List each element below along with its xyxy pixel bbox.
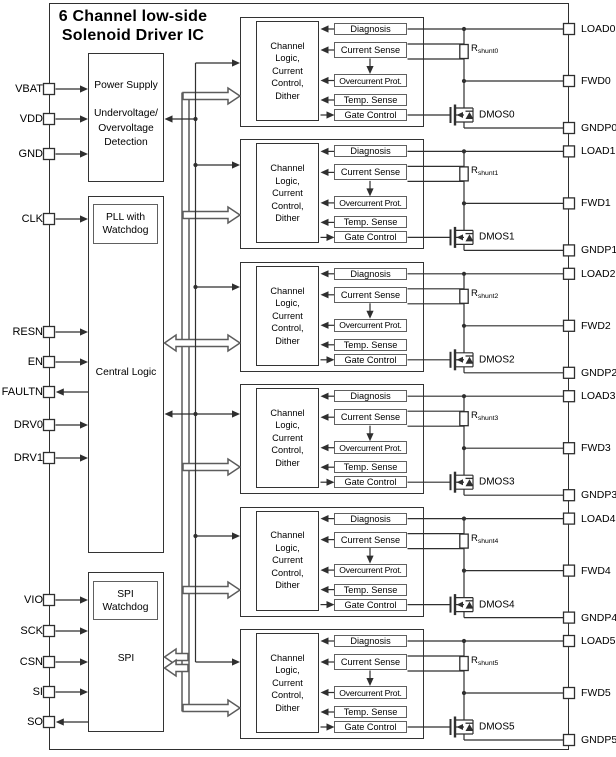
overcurrent-prot-box: Overcurrent Prot. bbox=[334, 196, 407, 210]
fwd-pin-label: FWD3 bbox=[581, 442, 611, 455]
gndp-pin-label: GNDP1 bbox=[581, 244, 616, 257]
power-supply-block: Power Supply Undervoltage/ Overvoltage D… bbox=[88, 53, 164, 182]
gndp-pin-label: GNDP4 bbox=[581, 611, 616, 624]
overcurrent-prot-box: Overcurrent Prot. bbox=[334, 318, 407, 332]
dmos-label: DMOS4 bbox=[479, 599, 515, 611]
channel-logic-box: Channel Logic, Current Control, Dither bbox=[256, 265, 319, 366]
load-pin-label: LOAD4 bbox=[581, 512, 616, 525]
title-line-2: Solenoid Driver IC bbox=[61, 27, 205, 44]
fwd-pin-label: FWD4 bbox=[581, 564, 611, 577]
pin-label: VDD bbox=[19, 113, 43, 125]
overcurrent-prot-box: Overcurrent Prot. bbox=[334, 441, 407, 455]
gate-control-box: Gate Control bbox=[334, 109, 407, 121]
shunt-resistor-label: Rshunt2 bbox=[471, 287, 499, 300]
pin-label: EN bbox=[27, 356, 43, 368]
channel-logic-box: Channel Logic, Current Control, Dither bbox=[256, 21, 319, 121]
pin-label: SO bbox=[27, 716, 43, 728]
current-sense-box: Current Sense bbox=[334, 164, 407, 181]
temp-sense-box: Temp. Sense bbox=[334, 461, 407, 474]
diagnosis-box: Diagnosis bbox=[334, 512, 407, 525]
pin-label: VIO bbox=[24, 594, 43, 606]
fwd-pin-label: FWD5 bbox=[581, 687, 611, 699]
uv-ov-detection-label: Undervoltage/ Overvoltage Detection bbox=[93, 108, 159, 148]
spi-watchdog-block: SPI Watchdog bbox=[93, 581, 158, 620]
gate-control-box: Gate Control bbox=[334, 231, 407, 244]
dmos-label: DMOS2 bbox=[479, 354, 515, 366]
pin-label: SCK bbox=[20, 625, 43, 637]
dmos-label: DMOS5 bbox=[479, 721, 515, 733]
load-pin-label: LOAD0 bbox=[581, 23, 616, 35]
load-pin-label: LOAD3 bbox=[581, 390, 616, 403]
current-sense-box: Current Sense bbox=[334, 286, 407, 303]
gate-control-box: Gate Control bbox=[334, 598, 407, 611]
overcurrent-prot-box: Overcurrent Prot. bbox=[334, 74, 407, 87]
current-sense-box: Current Sense bbox=[334, 654, 407, 670]
temp-sense-box: Temp. Sense bbox=[334, 706, 407, 718]
channel-logic-box: Channel Logic, Current Control, Dither bbox=[256, 510, 319, 611]
pin-label: CLK bbox=[21, 213, 43, 225]
central-logic-label: Central Logic bbox=[95, 367, 157, 378]
diagnosis-box: Diagnosis bbox=[334, 635, 407, 647]
spi-label: SPI bbox=[117, 653, 135, 664]
pin-label: CSN bbox=[19, 656, 43, 668]
current-sense-box: Current Sense bbox=[334, 531, 407, 548]
temp-sense-box: Temp. Sense bbox=[334, 216, 407, 229]
central-logic-block: PLL with Watchdog Central Logic bbox=[88, 196, 164, 553]
load-pin-label: LOAD5 bbox=[581, 635, 616, 647]
gate-control-box: Gate Control bbox=[334, 476, 407, 489]
load-pin-label: LOAD2 bbox=[581, 267, 616, 280]
gndp-pin-label: GNDP2 bbox=[581, 366, 616, 379]
pin-label: DRV0 bbox=[13, 419, 43, 431]
shunt-resistor-label: Rshunt5 bbox=[471, 655, 499, 667]
fwd-pin-label: FWD1 bbox=[581, 197, 611, 210]
pin-label: VBAT bbox=[15, 83, 43, 95]
diagram-title: 6 Channel low-side Solenoid Driver IC bbox=[52, 7, 214, 45]
diagnosis-box: Diagnosis bbox=[334, 267, 407, 280]
pin-label: DRV1 bbox=[13, 452, 43, 464]
temp-sense-box: Temp. Sense bbox=[334, 583, 407, 596]
shunt-resistor-label: Rshunt4 bbox=[471, 532, 499, 545]
pin-label: RESN bbox=[12, 326, 43, 338]
pin-label: GND bbox=[18, 148, 43, 160]
power-supply-label: Power Supply bbox=[94, 80, 158, 91]
diagnosis-box: Diagnosis bbox=[334, 23, 407, 35]
gate-control-box: Gate Control bbox=[334, 353, 407, 366]
title-line-1: 6 Channel low-side bbox=[58, 8, 208, 25]
shunt-resistor-label: Rshunt3 bbox=[471, 410, 499, 423]
temp-sense-box: Temp. Sense bbox=[334, 94, 407, 106]
overcurrent-prot-box: Overcurrent Prot. bbox=[334, 563, 407, 577]
shunt-resistor-label: Rshunt1 bbox=[471, 165, 499, 178]
gndp-pin-label: GNDP3 bbox=[581, 489, 616, 502]
shunt-resistor-label: Rshunt0 bbox=[471, 43, 499, 55]
diagnosis-box: Diagnosis bbox=[334, 390, 407, 403]
gate-control-box: Gate Control bbox=[334, 721, 407, 733]
channel-logic-box: Channel Logic, Current Control, Dither bbox=[256, 388, 319, 489]
pin-label: FAULTN bbox=[1, 386, 43, 398]
current-sense-box: Current Sense bbox=[334, 42, 407, 58]
channel-logic-box: Channel Logic, Current Control, Dither bbox=[256, 143, 319, 244]
pin-label: SI bbox=[32, 686, 43, 698]
gndp-pin-label: GNDP0 bbox=[581, 122, 616, 134]
fwd-pin-label: FWD2 bbox=[581, 319, 611, 332]
spi-block: SPI Watchdog SPI bbox=[88, 572, 164, 732]
gndp-pin-label: GNDP5 bbox=[581, 734, 616, 746]
pll-watchdog-block: PLL with Watchdog bbox=[93, 204, 158, 244]
current-sense-box: Current Sense bbox=[334, 409, 407, 426]
load-pin-label: LOAD1 bbox=[581, 145, 616, 158]
diagnosis-box: Diagnosis bbox=[334, 145, 407, 158]
fwd-pin-label: FWD0 bbox=[581, 75, 611, 87]
dmos-label: DMOS1 bbox=[479, 231, 515, 243]
channel-logic-box: Channel Logic, Current Control, Dither bbox=[256, 633, 319, 733]
temp-sense-box: Temp. Sense bbox=[334, 338, 407, 351]
dmos-label: DMOS3 bbox=[479, 476, 515, 488]
dmos-label: DMOS0 bbox=[479, 109, 515, 121]
overcurrent-prot-box: Overcurrent Prot. bbox=[334, 686, 407, 699]
